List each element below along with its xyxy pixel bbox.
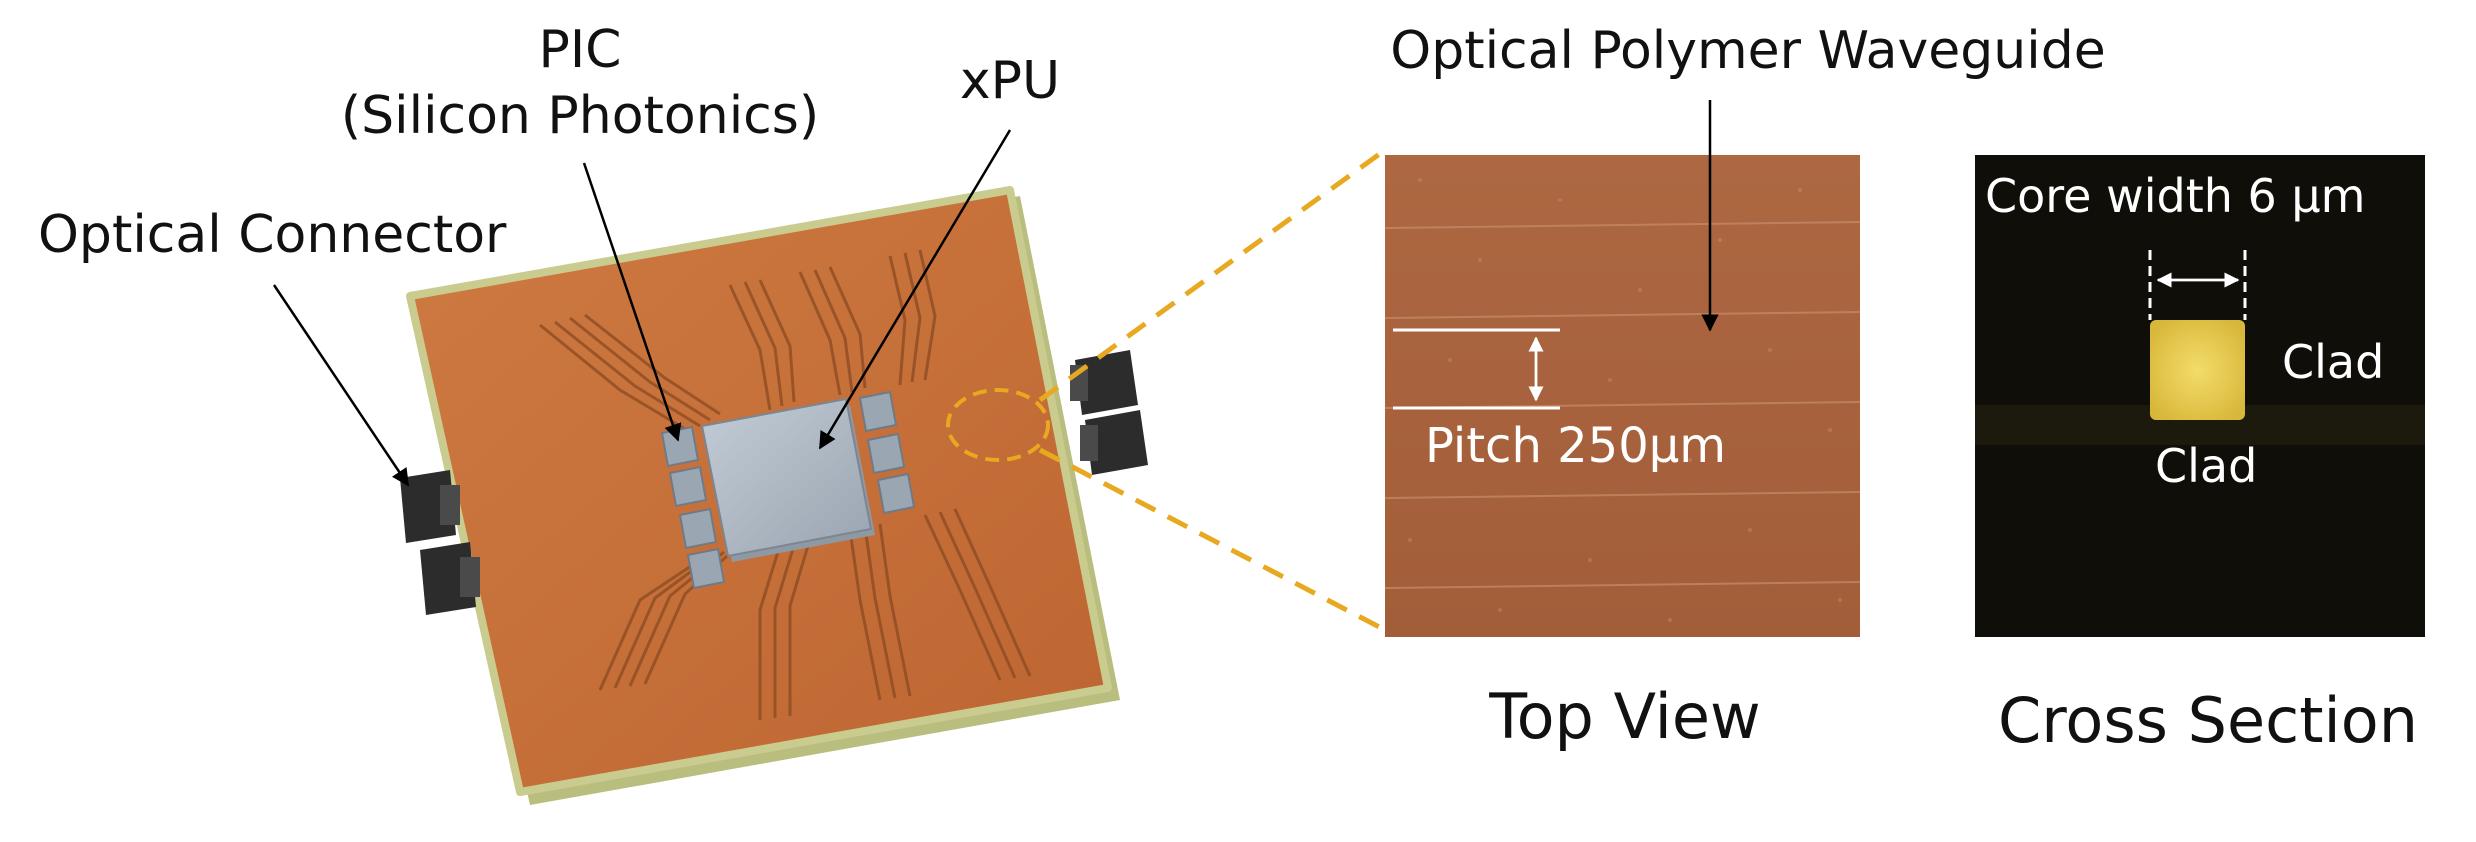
- label-cross-section: Cross Section: [1998, 684, 2418, 757]
- label-clad-right: Clad: [2282, 335, 2384, 389]
- cross-section-micrograph: [1975, 155, 2425, 637]
- label-optical-connector: Optical Connector: [38, 205, 507, 265]
- label-optical-polymer-waveguide: Optical Polymer Waveguide: [1390, 21, 2105, 81]
- label-clad-bottom: Clad: [2155, 439, 2257, 493]
- label-pic: PIC: [538, 20, 621, 80]
- label-pic-sub: (Silicon Photonics): [341, 86, 819, 146]
- xpu-chip: [702, 399, 875, 562]
- label-core-width: Core width 6 μm: [1985, 169, 2365, 223]
- label-xpu: xPU: [960, 51, 1060, 111]
- top-view-micrograph: [1385, 155, 1860, 637]
- label-pitch: Pitch 250μm: [1425, 418, 1726, 474]
- label-top-view: Top View: [1488, 680, 1760, 753]
